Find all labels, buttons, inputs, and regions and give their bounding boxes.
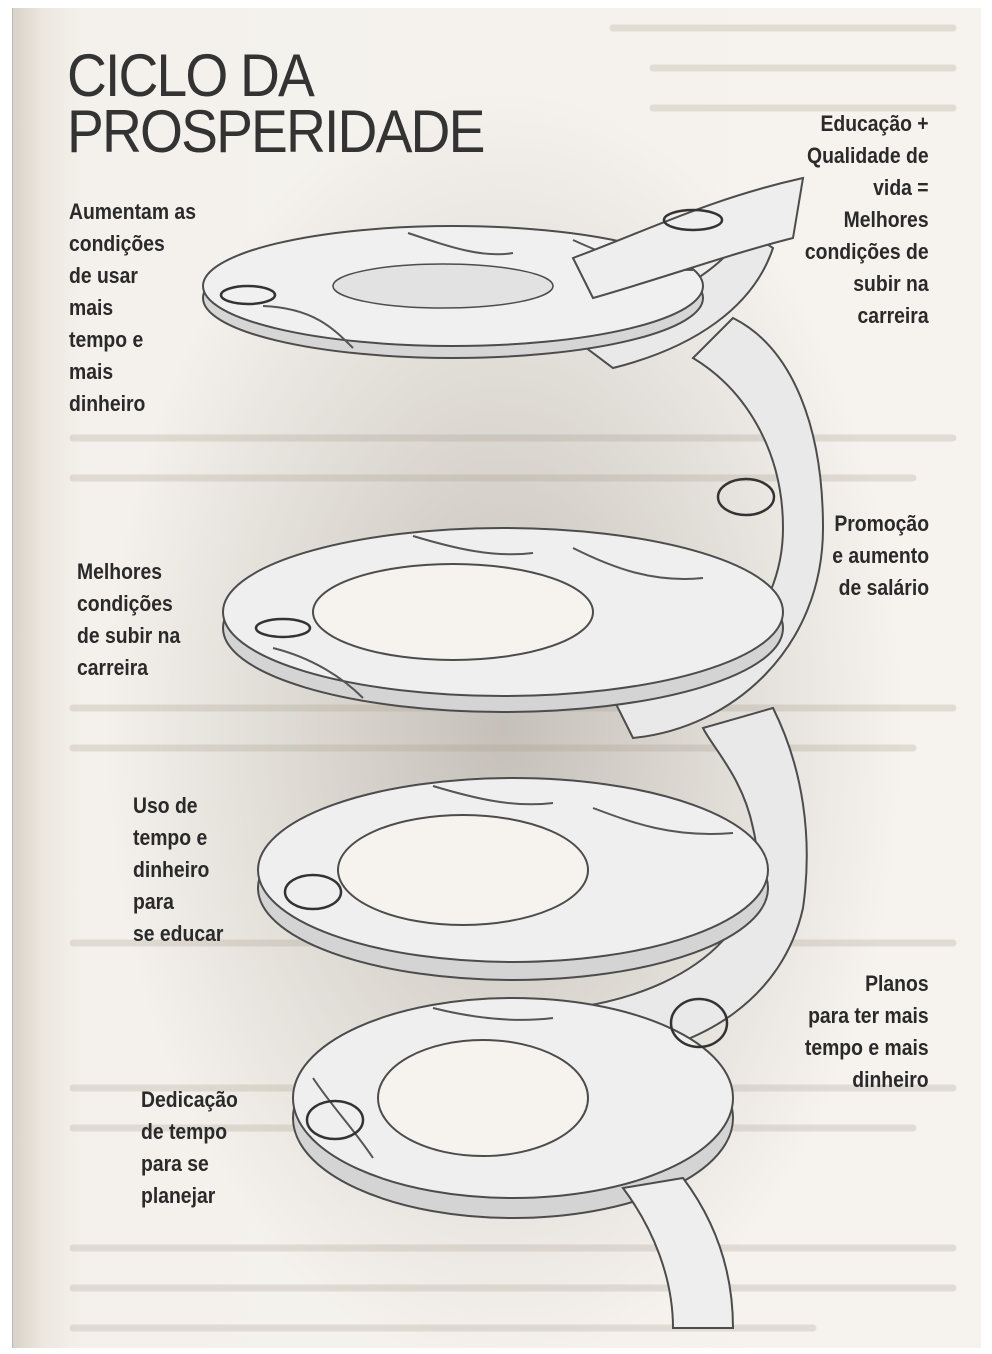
label-education-quality: Educação + Qualidade de vida = Melhores … xyxy=(805,108,929,332)
label-use-time-money: Uso de tempo e dinheiro para se educar xyxy=(133,790,223,950)
title-line-1: CICLO DA xyxy=(67,48,484,104)
page-title: CICLO DA PROSPERIDADE xyxy=(67,48,484,160)
label-increase-conditions: Aumentam as condições de usar mais tempo… xyxy=(69,196,196,420)
ring-level-2 xyxy=(223,528,783,712)
title-line-2: PROSPERIDADE xyxy=(67,104,484,160)
ring-level-3 xyxy=(258,778,768,980)
book-page: CICLO DA PROSPERIDADE Aumentam as condiç… xyxy=(12,8,981,1348)
label-plans: Planos para ter mais tempo e mais dinhei… xyxy=(805,968,929,1096)
label-better-career-conditions: Melhores condições de subir na carreira xyxy=(77,556,180,684)
label-promotion: Promoção e aumento de salário xyxy=(832,508,929,604)
label-time-dedication: Dedicação de tempo para se planejar xyxy=(141,1084,238,1212)
